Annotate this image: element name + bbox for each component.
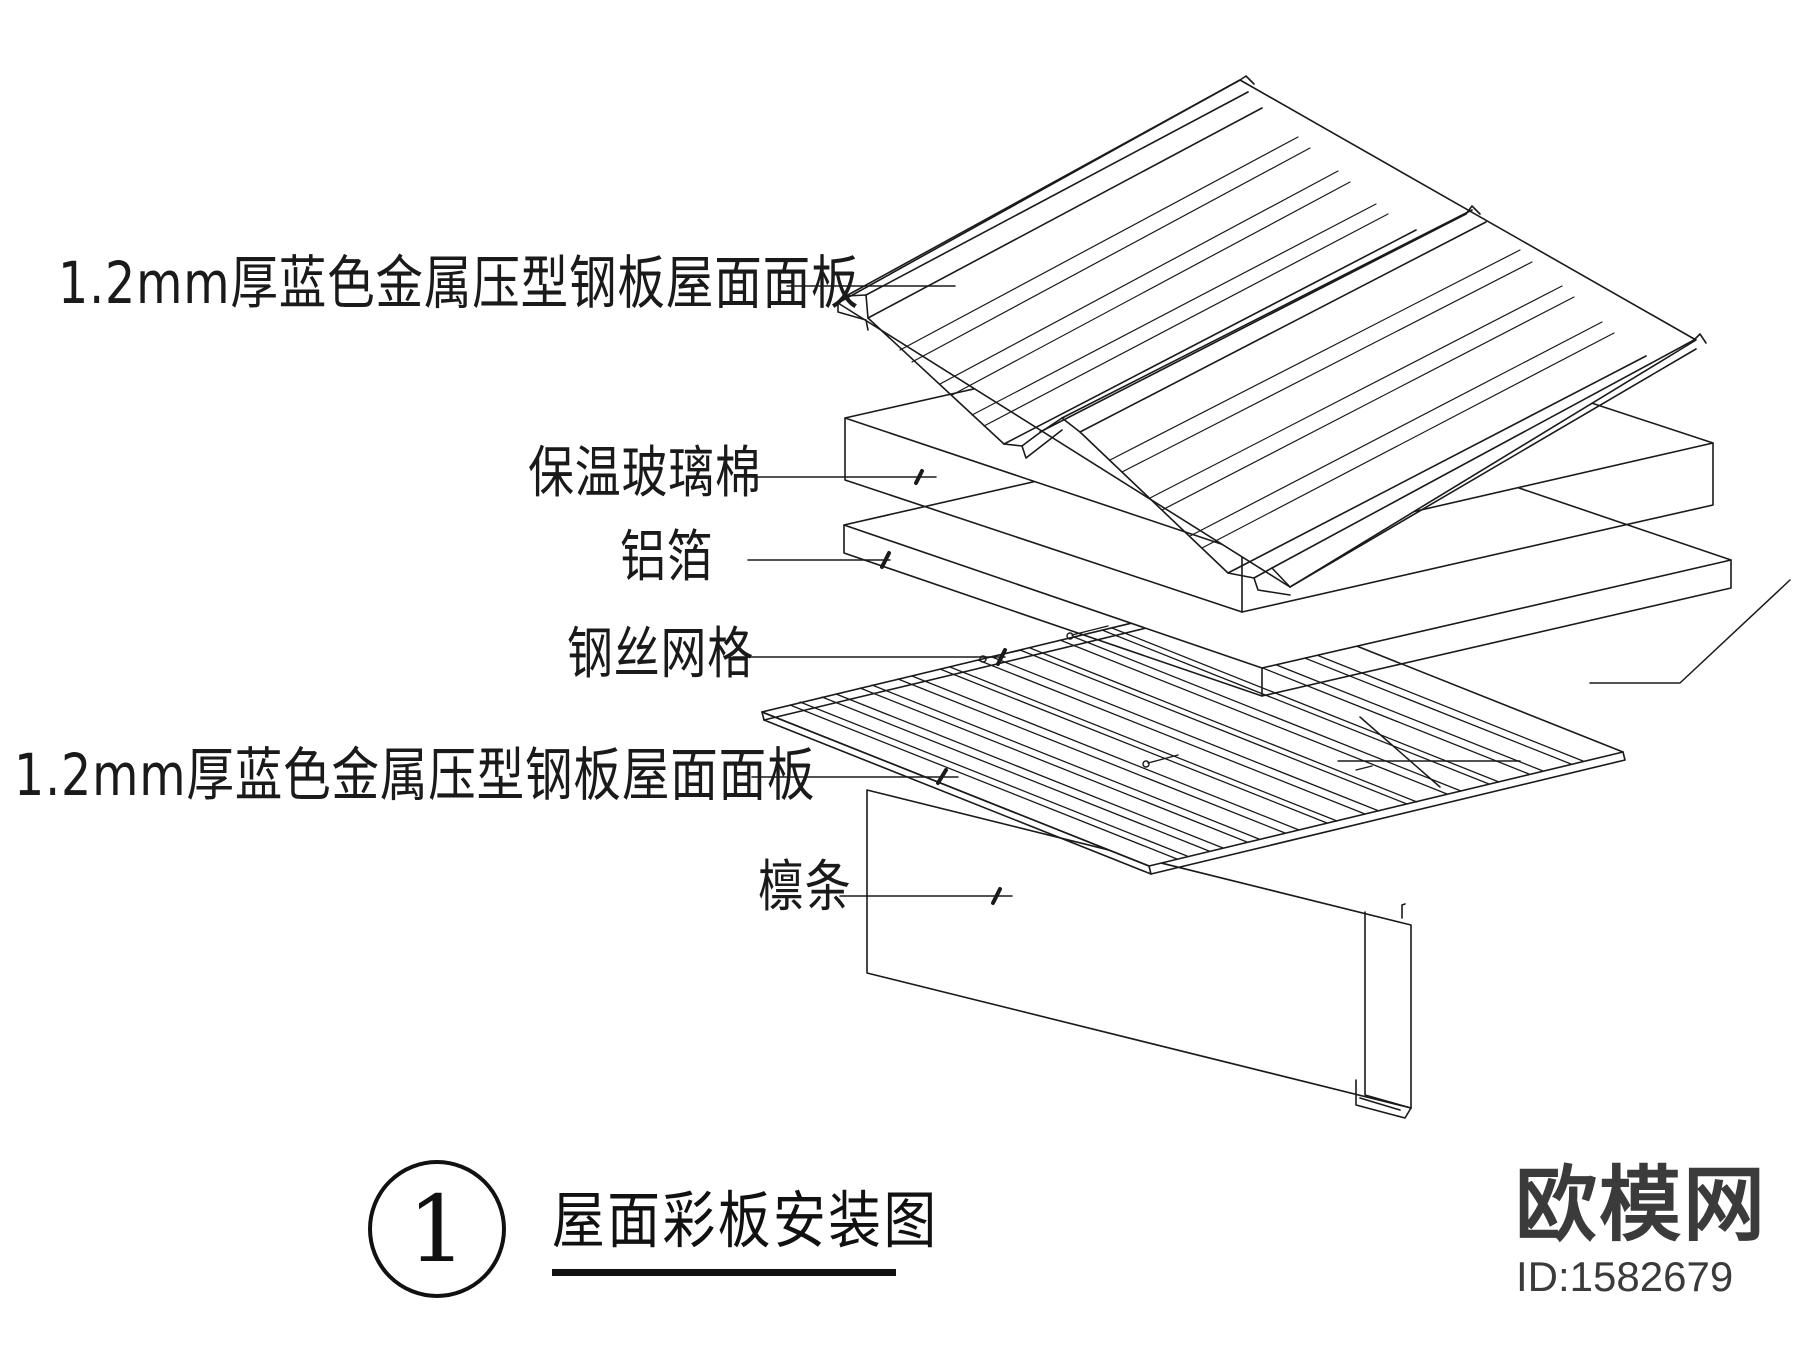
label-purlin: 檩条: [758, 855, 852, 920]
drawing-number-circle: 1: [368, 1160, 506, 1298]
watermark-brand: 欧模网: [1515, 1158, 1768, 1253]
lower-panel-drawing: [761, 597, 1626, 875]
label-insulation-glass-wool: 保温玻璃棉: [528, 441, 762, 506]
drawing-number: 1: [407, 1175, 467, 1283]
purlin-drawing: [866, 789, 1412, 1119]
label-aluminium-foil: 铝箔: [620, 525, 714, 590]
label-steel-wire-mesh: 钢丝网格: [567, 622, 754, 687]
drawing-title: 屋面彩板安装图: [552, 1184, 939, 1257]
upper-panel-drawing: [837, 75, 1707, 596]
watermark-id: ID:1582679: [1516, 1253, 1734, 1300]
label-bottom-roof-panel: 1.2mm厚蓝色金属压型钢板屋面面板: [14, 741, 816, 809]
drawing-title-underline: [552, 1269, 896, 1276]
leader-ticks: [880, 469, 1007, 905]
label-top-roof-panel: 1.2mm厚蓝色金属压型钢板屋面面板: [58, 249, 860, 317]
leader-lines: [732, 285, 1791, 897]
